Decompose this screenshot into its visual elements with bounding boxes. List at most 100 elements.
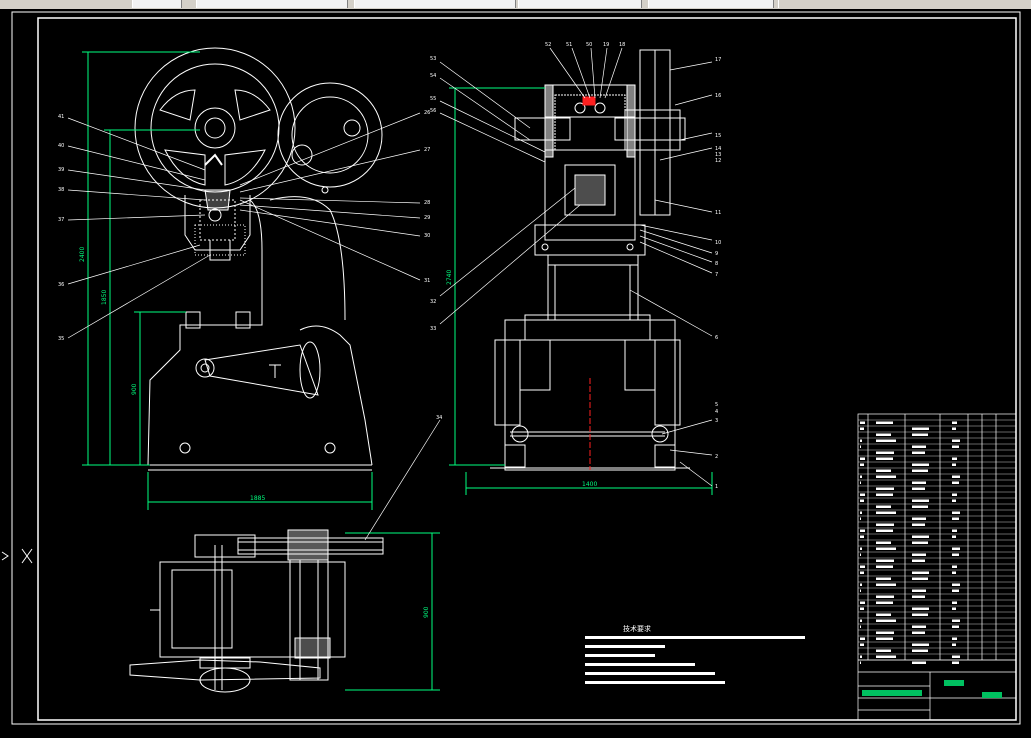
balloon-8: 8 (715, 261, 718, 267)
balloon-38: 38 (58, 187, 64, 193)
parts-cell-text (912, 445, 926, 448)
outer-frame (11, 11, 1021, 725)
balloon-18: 18 (619, 42, 625, 48)
leader-34 (364, 419, 441, 541)
balloon-13: 13 (715, 152, 721, 158)
parts-cell-text (860, 637, 865, 640)
parts-cell-text (952, 643, 956, 646)
drawing-canvas[interactable]: 2400 1850 900 1885 41 40 39 38 37 36 35 … (0, 9, 1031, 734)
parts-cell-text (952, 565, 957, 568)
parts-cell-text (876, 451, 894, 454)
parts-cell-text (952, 493, 957, 496)
parts-cell-text (952, 637, 957, 640)
parts-cell-text (912, 523, 925, 526)
parts-cell-text (876, 655, 896, 658)
balloon-4: 4 (715, 409, 718, 415)
parts-cell-text (912, 559, 925, 562)
parts-cell-text (952, 457, 957, 460)
parts-cell-text (860, 643, 864, 646)
front-view (490, 49, 690, 471)
parts-list-rows (858, 419, 1016, 661)
front-view-dim-labels: 2740 1400 (446, 270, 597, 488)
parts-cell-text (876, 511, 896, 514)
parts-cell-text (952, 499, 956, 502)
parts-cell-text (952, 427, 956, 430)
parts-cell-text (876, 649, 891, 652)
parts-cell-text (860, 475, 862, 478)
balloon-2: 2 (715, 454, 718, 460)
balloon-32: 32 (430, 299, 436, 305)
side-view (134, 47, 383, 471)
parts-cell-text (860, 421, 865, 424)
parts-cell-text (912, 451, 925, 454)
toolbar-style-combo[interactable] (354, 0, 516, 8)
parts-cell-text (876, 541, 891, 544)
parts-cell-text (876, 577, 891, 580)
parts-cell-text (876, 493, 893, 496)
parts-cell-text (912, 481, 926, 484)
parts-cell-text (912, 541, 928, 544)
parts-cell-text (952, 661, 959, 664)
dim-base-width: 1885 (250, 495, 265, 502)
parts-cell-text (912, 577, 928, 580)
balloon-6: 6 (715, 335, 718, 341)
parts-cell-text (860, 457, 865, 460)
balloon-5: 5 (715, 402, 718, 408)
parts-cell-text (860, 619, 862, 622)
parts-cell-text (860, 529, 865, 532)
parts-cell-text (860, 535, 864, 538)
front-view-leaders (439, 47, 713, 487)
toolbar-layer-combo[interactable] (196, 0, 348, 8)
balloon-15: 15 (715, 133, 721, 139)
parts-cell-text (860, 607, 864, 610)
parts-cell-text (876, 475, 896, 478)
parts-cell-text (860, 517, 861, 520)
balloon-36: 36 (58, 282, 64, 288)
balloon-34: 34 (436, 415, 442, 421)
parts-cell-text (912, 553, 926, 556)
parts-cell-text (912, 643, 929, 646)
parts-cell-text (860, 589, 861, 592)
parts-cell-text (912, 433, 928, 436)
toolbar-linetype-combo[interactable] (518, 0, 642, 8)
dim-mid-height: 1850 (101, 290, 108, 305)
parts-cell-text (952, 583, 960, 586)
balloon-55: 55 (430, 96, 436, 102)
parts-cell-text (876, 619, 896, 622)
parts-cell-text (876, 421, 893, 424)
balloon-28: 28 (424, 200, 430, 206)
parts-cell-text (860, 499, 864, 502)
parts-cell-text (912, 649, 928, 652)
parts-cell-text (860, 481, 861, 484)
parts-cell-text (876, 487, 894, 490)
balloon-37: 37 (58, 217, 64, 223)
parts-cell-text (952, 655, 960, 658)
dim-plan-depth: 900 (423, 606, 430, 618)
toolbar-extra[interactable] (778, 0, 1031, 8)
side-view-dimensions (82, 51, 373, 510)
front-view-dimensions (449, 87, 713, 495)
toolbar-lineweight-combo[interactable] (648, 0, 774, 8)
parts-cell-text (876, 457, 893, 460)
parts-cell-text (912, 631, 925, 634)
technical-notes: 技术要求 (585, 624, 805, 684)
balloon-1: 1 (715, 484, 718, 490)
balloon-52: 52 (545, 42, 551, 48)
parts-cell-text (876, 631, 894, 634)
balloon-40: 40 (58, 143, 64, 149)
front-view-balloons: 53 54 55 56 32 33 52 51 50 19 18 17 16 1… (430, 42, 721, 490)
parts-cell-text (876, 439, 896, 442)
balloon-39: 39 (58, 167, 64, 173)
parts-cell-text (912, 427, 929, 430)
balloon-29: 29 (424, 215, 430, 221)
dim-table-height: 900 (131, 383, 138, 395)
balloon-14: 14 (715, 146, 721, 152)
balloon-41: 41 (58, 114, 64, 120)
parts-cell-text (860, 583, 862, 586)
toolbar-icon-group[interactable] (132, 0, 182, 8)
parts-cell-text (912, 571, 929, 574)
balloon-11: 11 (715, 210, 721, 216)
parts-cell-text (860, 463, 864, 466)
parts-cell-text (876, 595, 894, 598)
balloon-19: 19 (603, 42, 609, 48)
